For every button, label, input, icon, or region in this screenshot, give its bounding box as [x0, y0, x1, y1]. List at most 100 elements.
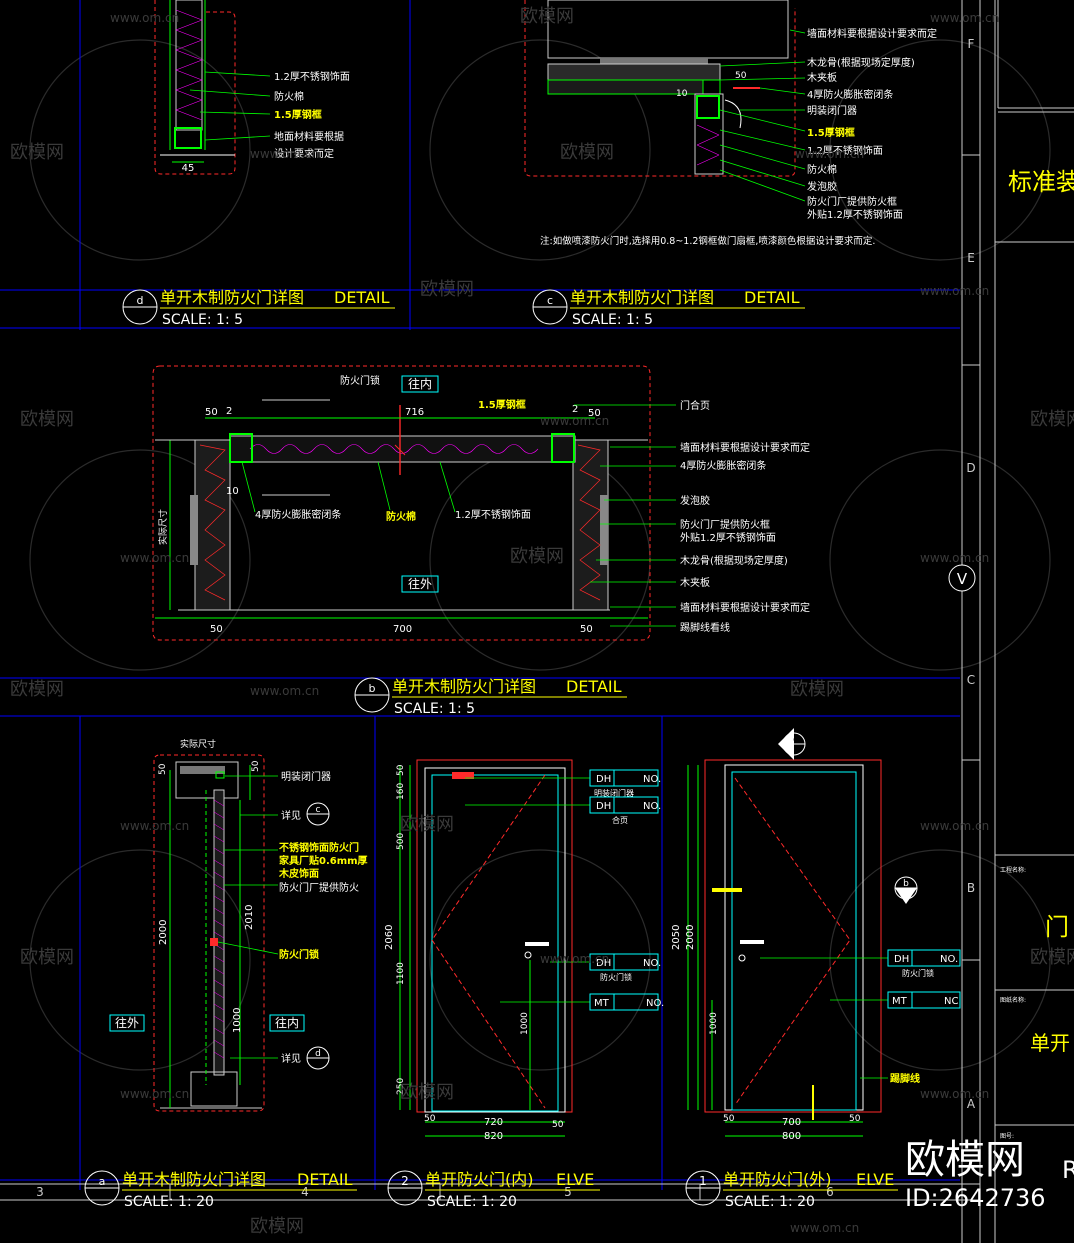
view-a-outside: 往外 — [115, 1015, 139, 1030]
view-c-label-5: 1.5厚钢框 — [807, 126, 855, 139]
drawing-grid — [0, 0, 960, 1190]
view-b-label-r2: 4厚防火膨胀密闭条 — [680, 459, 766, 472]
view-e1-dimv-1: 2000 — [685, 925, 696, 950]
watermark-text-layer: www.om.cn 欧模网 www.om.cn 欧模网 www.om.cn 欧模网 www.… — [10, 6, 1074, 1237]
view-e2-tag3-code: MT — [594, 998, 610, 1009]
view-a-dim-4: 1000 — [232, 1008, 243, 1033]
view-e1-dimv-0: 2050 — [671, 925, 682, 950]
view-c-label-4: 明装闭门器 — [807, 104, 857, 117]
view-b-outside: 往外 — [408, 576, 432, 591]
grid-row-E: E — [967, 251, 975, 265]
view-e2-tag1-label: 合页 — [612, 815, 628, 825]
view-b-dim-0: 50 — [205, 407, 218, 418]
title-block-side: R — [1062, 1156, 1074, 1184]
view-elevation-outer: 2050 2000 1000 50 700 50 800 d b DH NO. … — [671, 728, 961, 1142]
view-title-c-mark: c — [547, 294, 553, 307]
view-b-dim-6: 50 — [210, 624, 223, 635]
watermark-id: ID:2642736 — [905, 1184, 1046, 1212]
watermark-text: 欧模网 — [20, 947, 74, 968]
view-b-dim-3: 2 — [572, 404, 578, 415]
view-b-dim-5: 10 — [226, 486, 239, 497]
view-d: 45 1.2厚不锈钢饰面 防火棉 1.5厚钢框 地面材料要根据 设计要求而定 — [154, 0, 350, 175]
grid-col-6: 6 — [826, 1185, 834, 1199]
view-e2-dimv-6: 250 — [396, 1078, 406, 1095]
view-e1-tag0-no: NO. — [940, 954, 958, 965]
view-b-label-cotton: 防火棉 — [386, 510, 416, 523]
view-e2-tag2-code: DH — [596, 958, 611, 969]
watermark-text: 欧模网 — [400, 1082, 454, 1103]
view-title-e1-scale: SCALE: 1: 20 — [725, 1194, 815, 1210]
view-b-label-lock: 防火门锁 — [340, 374, 380, 387]
watermark-text: 欧模网 — [1030, 409, 1074, 430]
view-e1-dimh-1: 700 — [782, 1117, 801, 1128]
view-b-label-steel: 1.2厚不锈钢饰面 — [455, 508, 531, 521]
watermark-text: www.om.cn — [920, 819, 989, 833]
watermark-text: 欧模网 — [420, 279, 474, 300]
watermark-text: 欧模网 — [10, 142, 64, 163]
watermark-logo: 欧模网 ID:2642736 — [905, 1137, 1046, 1212]
view-c-label-6: 1.2厚不锈钢饰面 — [807, 144, 883, 157]
view-a-dim-2: 2000 — [158, 920, 169, 945]
view-a-label-7: 详见 — [281, 1052, 301, 1065]
view-e2-tag1-no: NO. — [643, 801, 661, 812]
grid-row-D: D — [966, 461, 975, 475]
view-e2-dimv-3: 2060 — [384, 925, 395, 950]
view-a-dim-1: 50 — [251, 760, 261, 772]
view-title-c-scale: SCALE: 1: 5 — [572, 312, 653, 328]
view-c-note: 注:如做喷漆防火门时,选择用0.8~1.2钢框做门扇框,喷漆颜色根据设计要求而定… — [540, 235, 875, 247]
watermark-text: 欧模网 — [790, 679, 844, 700]
view-b-label-seal: 4厚防火膨胀密闭条 — [255, 508, 341, 521]
view-d-label-2: 1.5厚钢框 — [274, 108, 322, 121]
view-d-label-4: 设计要求而定 — [274, 147, 334, 160]
view-title-b-mark: b — [369, 682, 376, 695]
watermark-text: 欧模网 — [560, 142, 614, 163]
view-title-e1-mark: 1 — [699, 1174, 707, 1188]
view-e2-dimv-4: 1100 — [396, 962, 406, 985]
view-title-e1-title: 单开防火门(外) — [723, 1170, 832, 1189]
view-b-label-r5: 外贴1.2厚不锈钢饰面 — [680, 531, 776, 544]
view-title-d-scale: SCALE: 1: 5 — [162, 312, 243, 328]
symbol-v-letter: V — [957, 570, 968, 588]
view-e1-dimh-3: 800 — [782, 1131, 801, 1142]
watermark-text: 欧模网 — [10, 679, 64, 700]
view-title-a-mark: a — [99, 1175, 106, 1188]
view-e2-dimh-0: 50 — [424, 1114, 436, 1124]
view-title-e2-scale: SCALE: 1: 20 — [427, 1194, 517, 1210]
view-title-e2-suffix: ELVE — [556, 1170, 594, 1189]
view-b-label-r9: 踢脚线看线 — [680, 621, 730, 634]
view-b-dim-1: 2 — [226, 406, 232, 417]
title-block-main: 标准装 — [1008, 168, 1074, 196]
view-title-b-suffix: DETAIL — [566, 677, 622, 696]
view-title-b: b 单开木制防火门详图 DETAIL SCALE: 1: 5 — [354, 677, 627, 717]
view-c-dim-0: 50 — [735, 71, 747, 81]
view-a-label-0: 明装闭门器 — [281, 770, 331, 783]
view-e1-tag0-code: DH — [894, 954, 909, 965]
view-title-a-scale: SCALE: 1: 20 — [124, 1194, 214, 1210]
view-b-label-r1: 墙面材料要根据设计要求而定 — [680, 441, 810, 454]
view-e1-kick-label: 踢脚线 — [890, 1072, 920, 1085]
view-e2-dimv-2: 500 — [396, 833, 406, 850]
watermark-text: www.om.cn — [120, 819, 189, 833]
view-b-dim-7: 700 — [393, 624, 412, 635]
watermark-text: www.om.cn — [920, 1087, 989, 1101]
view-title-a-title: 单开木制防火门详图 — [122, 1170, 266, 1189]
watermark-text: www.om.cn — [250, 147, 319, 161]
view-e2-tag0-no: NO. — [643, 774, 661, 785]
view-b-dim-4: 50 — [588, 408, 601, 419]
view-e2-tag0-code: DH — [596, 774, 611, 785]
view-title-e2-title: 单开防火门(内) — [425, 1170, 534, 1189]
view-a-dim-0: 50 — [158, 763, 168, 775]
view-e2-tag0-label: 明装闭门器 — [594, 788, 634, 798]
title-block-sheet: 门 — [1045, 913, 1069, 941]
view-c-label-0: 墙面材料要根据设计要求而定 — [807, 27, 937, 40]
watermark-text: www.om.cn — [540, 952, 609, 966]
view-e1-dimv-2: 1000 — [709, 1012, 719, 1035]
view-b-label-r3: 发泡胶 — [680, 494, 710, 507]
view-title-e2: 2 单开防火门(内) ELVE SCALE: 1: 20 — [387, 1170, 600, 1210]
view-e2-tag3-no: NO. — [646, 998, 664, 1009]
view-title-d-suffix: DETAIL — [334, 288, 390, 307]
view-title-c: c 单开木制防火门详图 DETAIL SCALE: 1: 5 — [532, 288, 805, 328]
view-a-label-2: 不锈钢饰面防火门 — [279, 841, 359, 854]
